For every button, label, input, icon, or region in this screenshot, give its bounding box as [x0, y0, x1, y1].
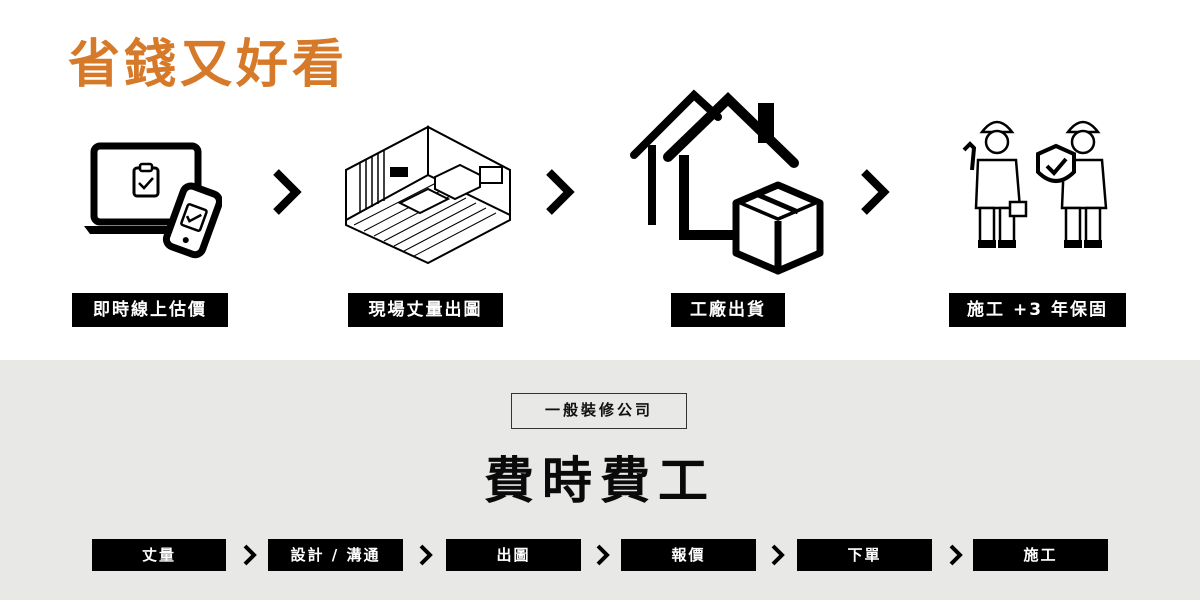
chevron-right-icon	[861, 169, 890, 215]
chevron-right-icon	[243, 544, 257, 566]
process-step: 丈量	[92, 539, 226, 571]
process-step: 報價	[621, 539, 756, 571]
house-box-icon	[630, 89, 824, 275]
chevron-right-icon	[596, 544, 610, 566]
chevron-right-icon	[419, 544, 433, 566]
chevron-right-icon	[949, 544, 963, 566]
process-step: 設計 / 溝通	[268, 539, 403, 571]
step-label-estimate: 即時線上估價	[72, 293, 228, 327]
step-label-measure: 現場丈量出圖	[348, 293, 503, 327]
workers-shield-icon	[962, 120, 1108, 248]
laptop-phone-icon	[84, 142, 222, 259]
process-step: 下單	[797, 539, 932, 571]
chevron-right-icon	[273, 169, 302, 215]
headline: 省錢又好看	[68, 35, 349, 95]
chevron-right-icon	[546, 169, 575, 215]
step-label-factory: 工廠出貨	[671, 293, 785, 327]
comparison-tag: 一般裝修公司	[511, 393, 687, 429]
step-label-warranty: 施工 +3 年保固	[949, 293, 1126, 327]
process-step: 施工	[973, 539, 1108, 571]
comparison-title: 費時費工	[484, 452, 716, 510]
isometric-room-icon	[345, 125, 511, 265]
chevron-right-icon	[771, 544, 785, 566]
process-step: 出圖	[446, 539, 581, 571]
